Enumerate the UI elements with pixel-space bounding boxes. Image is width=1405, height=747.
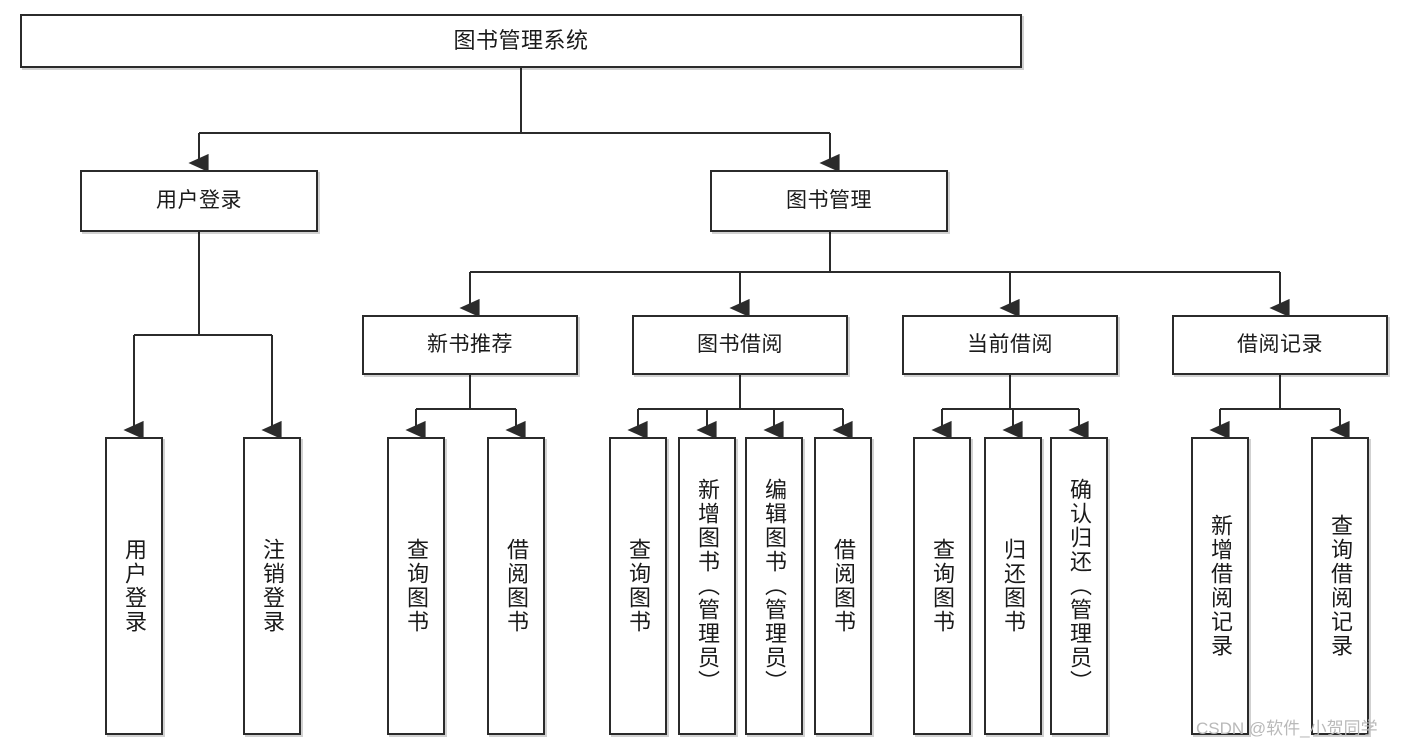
leaf-current-query-book-label: 查询图书 — [930, 538, 955, 634]
node-borrow-record[interactable]: 借阅记录 — [1172, 315, 1388, 375]
leaf-logout[interactable]: 注销登录 — [243, 437, 301, 735]
leaf-borrow-borrow-book-label: 借阅图书 — [831, 538, 856, 634]
leaf-current-return-book[interactable]: 归还图书 — [984, 437, 1042, 735]
leaf-borrow-add-book[interactable]: 新增图书（管理员） — [678, 437, 736, 735]
node-root[interactable]: 图书管理系统 — [20, 14, 1022, 68]
leaf-current-return-book-label: 归还图书 — [1001, 538, 1026, 634]
leaf-recommend-query-book[interactable]: 查询图书 — [387, 437, 445, 735]
leaf-borrow-edit-book-label: 编辑图书（管理员） — [762, 478, 787, 694]
leaf-user-login-label: 用户登录 — [122, 538, 147, 634]
leaf-borrow-borrow-book[interactable]: 借阅图书 — [814, 437, 872, 735]
node-current-borrow-label: 当前借阅 — [967, 332, 1053, 356]
node-root-label: 图书管理系统 — [453, 28, 589, 54]
node-book-manage[interactable]: 图书管理 — [710, 170, 948, 232]
leaf-record-query[interactable]: 查询借阅记录 — [1311, 437, 1369, 735]
node-borrow-record-label: 借阅记录 — [1237, 332, 1323, 356]
leaf-record-add-label: 新增借阅记录 — [1208, 514, 1233, 658]
leaf-borrow-query-book-label: 查询图书 — [626, 538, 651, 634]
node-current-borrow[interactable]: 当前借阅 — [902, 315, 1118, 375]
leaf-borrow-edit-book[interactable]: 编辑图书（管理员） — [745, 437, 803, 735]
leaf-logout-label: 注销登录 — [260, 538, 285, 634]
leaf-current-confirm-return[interactable]: 确认归还（管理员） — [1050, 437, 1108, 735]
node-book-borrow[interactable]: 图书借阅 — [632, 315, 848, 375]
node-new-book-recommend-label: 新书推荐 — [427, 332, 513, 356]
node-user-login[interactable]: 用户登录 — [80, 170, 318, 232]
leaf-recommend-query-book-label: 查询图书 — [404, 538, 429, 634]
leaf-current-confirm-return-label: 确认归还（管理员） — [1067, 478, 1092, 694]
leaf-user-login[interactable]: 用户登录 — [105, 437, 163, 735]
leaf-record-query-label: 查询借阅记录 — [1328, 514, 1353, 658]
watermark-text: CSDN @软件_小贺同学 — [1196, 719, 1378, 738]
leaf-record-add[interactable]: 新增借阅记录 — [1191, 437, 1249, 735]
leaf-recommend-borrow-book[interactable]: 借阅图书 — [487, 437, 545, 735]
node-user-login-label: 用户登录 — [156, 188, 242, 212]
leaf-recommend-borrow-book-label: 借阅图书 — [504, 538, 529, 634]
node-book-borrow-label: 图书借阅 — [697, 332, 783, 356]
node-new-book-recommend[interactable]: 新书推荐 — [362, 315, 578, 375]
leaf-borrow-query-book[interactable]: 查询图书 — [609, 437, 667, 735]
node-book-manage-label: 图书管理 — [786, 188, 872, 212]
leaf-current-query-book[interactable]: 查询图书 — [913, 437, 971, 735]
leaf-borrow-add-book-label: 新增图书（管理员） — [695, 478, 720, 694]
